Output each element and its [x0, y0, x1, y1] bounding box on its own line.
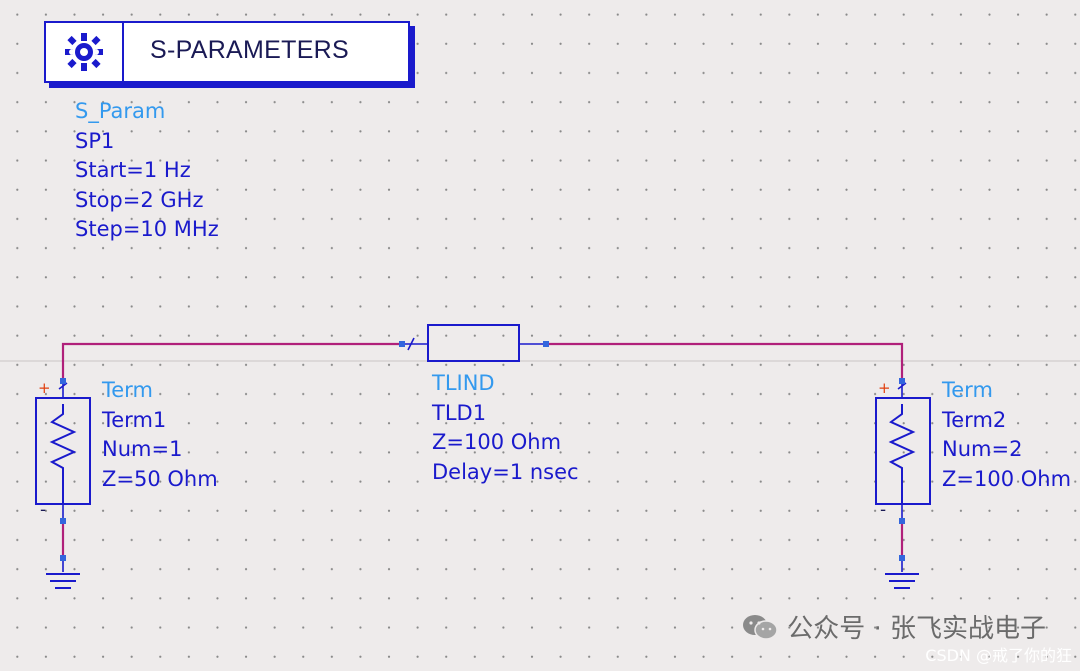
term2-component[interactable] [875, 378, 931, 524]
resistor-zigzag-icon [888, 404, 916, 504]
sparam-step-param: Step=10 MHz [75, 217, 219, 241]
resistor-zigzag-icon [49, 404, 77, 504]
sparam-icon-cell [46, 23, 124, 81]
tlind-instance-label: TLD1 [432, 400, 487, 425]
watermark-text: 公众号 · 张飞实战电子 [787, 614, 1046, 644]
term1-plus-sign: + [38, 379, 51, 397]
term1-type-label: Term [102, 378, 153, 402]
term1-component[interactable] [35, 378, 91, 524]
term1-pin-minus[interactable] [60, 518, 66, 524]
tlind-pin-1[interactable] [399, 341, 405, 347]
wire-left[interactable] [61, 342, 401, 381]
tlind-type-label: TLIND [432, 371, 495, 395]
term2-num-param: Num=2 [942, 437, 1023, 461]
sparam-controller[interactable]: S-PARAMETERS [44, 21, 410, 83]
ground-icon[interactable] [885, 555, 919, 589]
wire-net[interactable] [61, 342, 904, 558]
term1-instance-label: Term1 [102, 407, 167, 432]
sparam-type-label: S_Param [75, 99, 166, 123]
tlind-pin-2[interactable] [543, 341, 549, 347]
term2-minus-sign: - [880, 500, 887, 520]
term2-pin-plus[interactable] [899, 378, 905, 384]
term2-type-label: Term [942, 378, 993, 402]
tlind-z-param: Z=100 Ohm [432, 430, 562, 454]
wechat-icon [743, 614, 778, 640]
tlind-delay-param: Delay=1 nsec [432, 459, 579, 484]
sparam-start-param: Start=1 Hz [75, 158, 191, 182]
sparam-stop-param: Stop=2 GHz [75, 187, 204, 212]
term2-pin-minus[interactable] [899, 518, 905, 524]
term1-label-block[interactable]: Term Term1 Num=1 Z=50 Ohm [102, 376, 218, 494]
tlind-label-block[interactable]: TLIND TLD1 Z=100 Ohm Delay=1 nsec [432, 369, 579, 487]
tlind-component[interactable] [399, 324, 549, 362]
credit-text: CSDN @戒了你的狂 [925, 646, 1072, 665]
term1-num-param: Num=1 [102, 437, 183, 461]
watermark: 公众号 · 张飞实战电子 [741, 608, 1046, 645]
term2-instance-label: Term2 [942, 407, 1007, 432]
term1-minus-sign: - [40, 500, 47, 520]
wire-right[interactable] [546, 342, 904, 381]
gear-cluster-icon [65, 33, 103, 71]
term2-label-block[interactable]: Term Term2 Num=2 Z=100 Ohm [942, 376, 1071, 494]
sparam-instance-label: SP1 [75, 128, 115, 153]
term1-z-param: Z=50 Ohm [102, 466, 218, 491]
term2-plus-sign: + [878, 379, 891, 397]
ground-icon[interactable] [46, 555, 80, 589]
sparam-title: S-PARAMETERS [150, 36, 349, 64]
term2-z-param: Z=100 Ohm [942, 466, 1072, 491]
term1-pin-plus[interactable] [60, 378, 66, 384]
sparam-label-block[interactable]: S_Param SP1 Start=1 Hz Stop=2 GHz Step=1… [75, 97, 219, 245]
